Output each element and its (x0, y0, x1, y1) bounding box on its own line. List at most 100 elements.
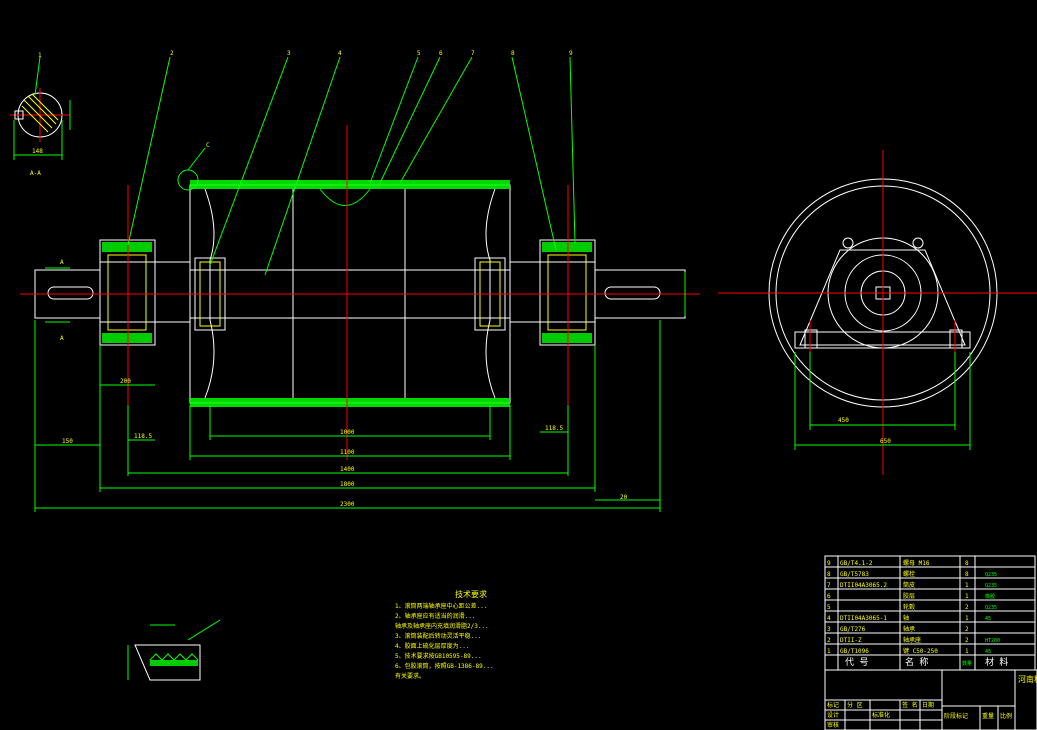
bom-cell-qty: 2 (965, 604, 969, 611)
tb-label-design: 设计 (827, 711, 839, 719)
lagging-detail-view (127, 619, 221, 681)
bom-cell-no: 5 (827, 604, 831, 611)
svg-text:A-A: A-A (30, 170, 41, 177)
dim-1100: 1100 (340, 449, 355, 456)
bom-cell-code: GB/T1096 (840, 648, 869, 655)
school-name: 河南科技学院 (1018, 674, 1037, 684)
bom-cell-code: GB/T276 (840, 626, 866, 633)
balloon-6: 6 (439, 50, 443, 57)
tech-line-1: 1、滚筒两端轴承座中心距公差... (395, 602, 487, 610)
tb-label-sign: 签 名 (902, 701, 918, 709)
bom-cell-no: 3 (827, 626, 831, 633)
dim-118-5-left: 118.5 (134, 433, 152, 440)
bom-cell-code: DTII04A3065-1 (840, 615, 887, 622)
bom-cell-code: GB/T5783 (840, 571, 869, 578)
balloon-5: 5 (417, 50, 421, 57)
bom-header-name: 名 称 (905, 656, 928, 668)
dimension-lines (34, 272, 686, 512)
tb-label-review: 审核 (827, 721, 839, 729)
tb-label-date: 日期 (922, 701, 934, 709)
tech-line-8: 有关要求。 (395, 672, 425, 680)
tb-label-standard: 标准化 (872, 711, 890, 719)
bom-cell-no: 8 (827, 571, 831, 578)
bom-cell-name: 筒皮 (903, 581, 915, 589)
bom-cell-name: 轮毂 (903, 603, 915, 611)
bom-header-qty: 数量 (962, 660, 972, 667)
balloon-7: 7 (471, 50, 475, 57)
tech-line-7: 6、包胶滚筒，按照GB-1386-89... (395, 662, 494, 670)
dim-2300: 2300 (340, 501, 355, 508)
bom-cell-name: 轴承座 (903, 636, 921, 644)
balloon-leaders (127, 56, 576, 276)
balloon-4: 4 (338, 50, 342, 57)
tb-label-scale: 比例 (1000, 712, 1012, 720)
balloon-1: 1 (38, 52, 42, 59)
svg-text:148: 148 (32, 148, 43, 155)
section-detail-view: 148 A-A 1 (10, 52, 71, 177)
bom-cell-no: 6 (827, 593, 831, 600)
tech-line-3: 轴承及轴承座内充填润滑脂2/3... (395, 622, 489, 630)
bom-cell-name: 螺栓 (903, 570, 915, 578)
dim-150: 150 (62, 438, 73, 445)
tech-line-6: 5、技术要求按GB10595-89... (395, 652, 482, 660)
bom-cell-mat: HT200 (985, 638, 1000, 644)
bom-cell-name: 轴 (903, 614, 909, 622)
bom-cell-code: DTII04A3065.2 (840, 582, 887, 589)
bom-cell-mat: 45 (985, 616, 991, 622)
tb-label-stage: 阶段标记 (944, 712, 968, 720)
bom-cell-qty: 8 (965, 560, 969, 567)
bom-cell-no: 4 (827, 615, 831, 622)
dim-450: 450 (838, 417, 849, 424)
balloon-9: 9 (569, 50, 573, 57)
tech-line-5: 4、胶面上硫化层厚度为... (395, 642, 469, 650)
bom-cell-no: 1 (827, 648, 831, 655)
bom-cell-name: 胶层 (903, 592, 915, 600)
bom-cell-qty: 8 (965, 571, 969, 578)
bom-cell-name: 键 C50-250 (903, 647, 938, 655)
bom-cell-mat: 45 (985, 649, 991, 655)
tech-line-4: 3、滚筒装配后转动灵活平稳... (395, 632, 481, 640)
bom-cell-code: DTII-Z (840, 637, 862, 644)
bom-cell-qty: 2 (965, 637, 969, 644)
bom-cell-mat: 橡胶 (985, 593, 995, 600)
tb-label-weight: 重量 (982, 712, 994, 720)
bom-cell-mat: Q235 (985, 605, 997, 611)
dim-1800: 1800 (340, 481, 355, 488)
dim-1000: 1000 (340, 429, 355, 436)
bom-cell-mat: Q235 (985, 572, 997, 578)
pulley-front-view: C A A (20, 125, 700, 460)
bom-cell-mat: Q235 (985, 583, 997, 589)
bom-header-mat: 材 料 (985, 656, 1008, 668)
balloon-3: 3 (287, 50, 291, 57)
bom-header-code: 代 号 (845, 657, 868, 668)
bom-cell-qty: 1 (965, 582, 969, 589)
balloon-8: 8 (511, 50, 515, 57)
tech-title: 技术要求 (455, 589, 487, 599)
bom-cell-code: GB/T4.1-2 (840, 560, 873, 567)
bom-cell-name: 轴承 (903, 625, 915, 633)
bom-cell-qty: 1 (965, 648, 969, 655)
dim-650: 650 (880, 438, 891, 445)
dimension-texts: 150 118.5 200 1000 1100 1400 1800 2300 1… (62, 378, 628, 508)
dim-118-5-right: 118.5 (545, 425, 563, 432)
pulley-end-view: 450 650 (718, 150, 1037, 475)
balloons: 2 3 4 5 6 7 8 9 (170, 50, 573, 57)
title-block: 河南科技学院 标记 分 区 签 名 日期 设计 标准化 阶段标记 重量 比例 审… (824, 669, 1037, 730)
tb-label-zone: 分 区 (847, 701, 863, 709)
bom-cell-qty: 2 (965, 626, 969, 633)
section-marker-top: A (60, 259, 64, 266)
bom-cell-qty: 1 (965, 593, 969, 600)
tb-label-mark: 标记 (827, 701, 839, 709)
bom-cell-no: 9 (827, 560, 831, 567)
tech-line-2: 2、轴承座应有适当的润滑... (395, 612, 475, 620)
dim-200: 200 (120, 378, 131, 385)
bom-cell-qty: 1 (965, 615, 969, 622)
bom-cell-name: 螺母 M16 (903, 559, 930, 567)
tech-requirements: 技术要求 1、滚筒两端轴承座中心距公差... 2、轴承座应有适当的润滑... 轴… (395, 589, 494, 680)
bom-cell-no: 7 (827, 582, 831, 589)
detail-marker-c: C (206, 142, 210, 149)
dim-220: 20 (620, 494, 628, 501)
section-marker-bottom: A (60, 335, 64, 342)
